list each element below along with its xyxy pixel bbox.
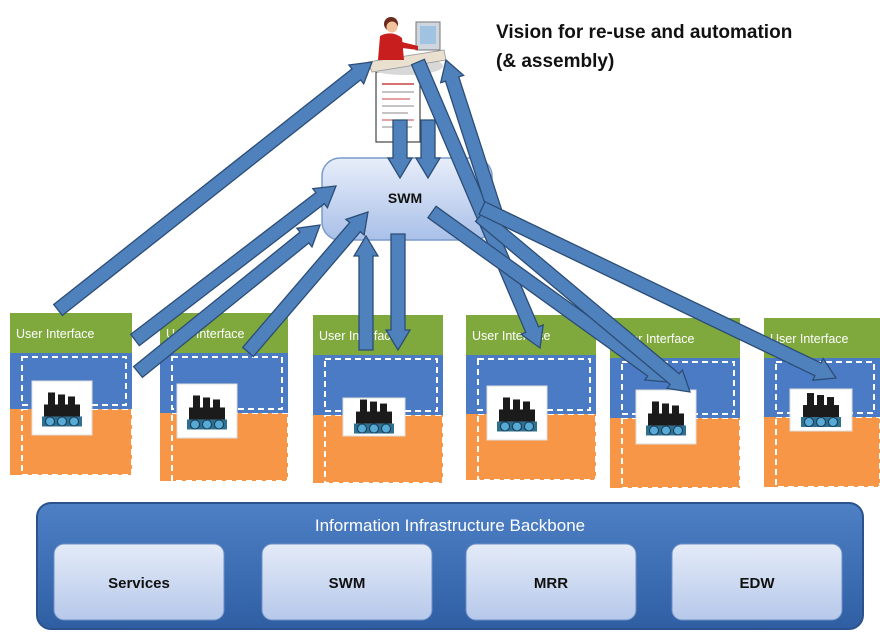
application-stack: User Interface [10,313,133,476]
title-line-2: (& assembly) [496,51,615,72]
service-box-services: Services [53,543,225,621]
hub-label: SWM [388,190,422,206]
hub-to-app-arrow [129,185,338,347]
user-interface-label: User Interface [319,329,398,343]
factory-icon [31,380,93,436]
application-stack: User Interface [764,318,880,488]
factory-icon [635,389,697,445]
person-at-computer-icon [367,17,447,75]
backbone-title: Information Infrastructure Backbone [315,516,585,535]
application-stack: User Interface [313,315,444,484]
service-label: EDW [740,575,776,592]
app-to-user-arrow [439,58,503,215]
service-box-swm: SWM [261,543,433,621]
service-label: Services [108,575,170,592]
app-to-user-arrow [52,61,373,317]
factory-icon [789,388,853,432]
factory-icon [486,385,548,441]
application-stack: User Interface [466,315,597,481]
service-box-edw: EDW [671,543,843,621]
service-label: MRR [534,575,568,592]
diagram-title: Vision for re-use and automation (& asse… [496,18,876,76]
title-line-1: Vision for re-use and automation [496,22,793,43]
app-to-hub-arrow [241,211,369,358]
user-interface-label: User Interface [16,327,95,341]
hub-to-app-arrow [474,209,691,393]
service-label: SWM [329,575,366,592]
hub-to-app-arrow [478,200,838,381]
application-stack: User Interface [160,313,289,482]
connection-arrows [52,58,838,393]
hub-to-app-arrow [384,233,412,352]
information-backbone: Information Infrastructure Backbone Serv… [36,502,864,630]
user-interface-label: User Interface [770,332,849,346]
app-to-hub-arrow [352,234,380,351]
factory-icon [342,397,406,437]
document-to-hub-arrow [386,119,414,180]
app-to-hub-arrow [132,224,321,379]
service-box-mrr: MRR [465,543,637,621]
document-to-hub-arrow [414,119,442,180]
factory-icon [176,383,238,439]
